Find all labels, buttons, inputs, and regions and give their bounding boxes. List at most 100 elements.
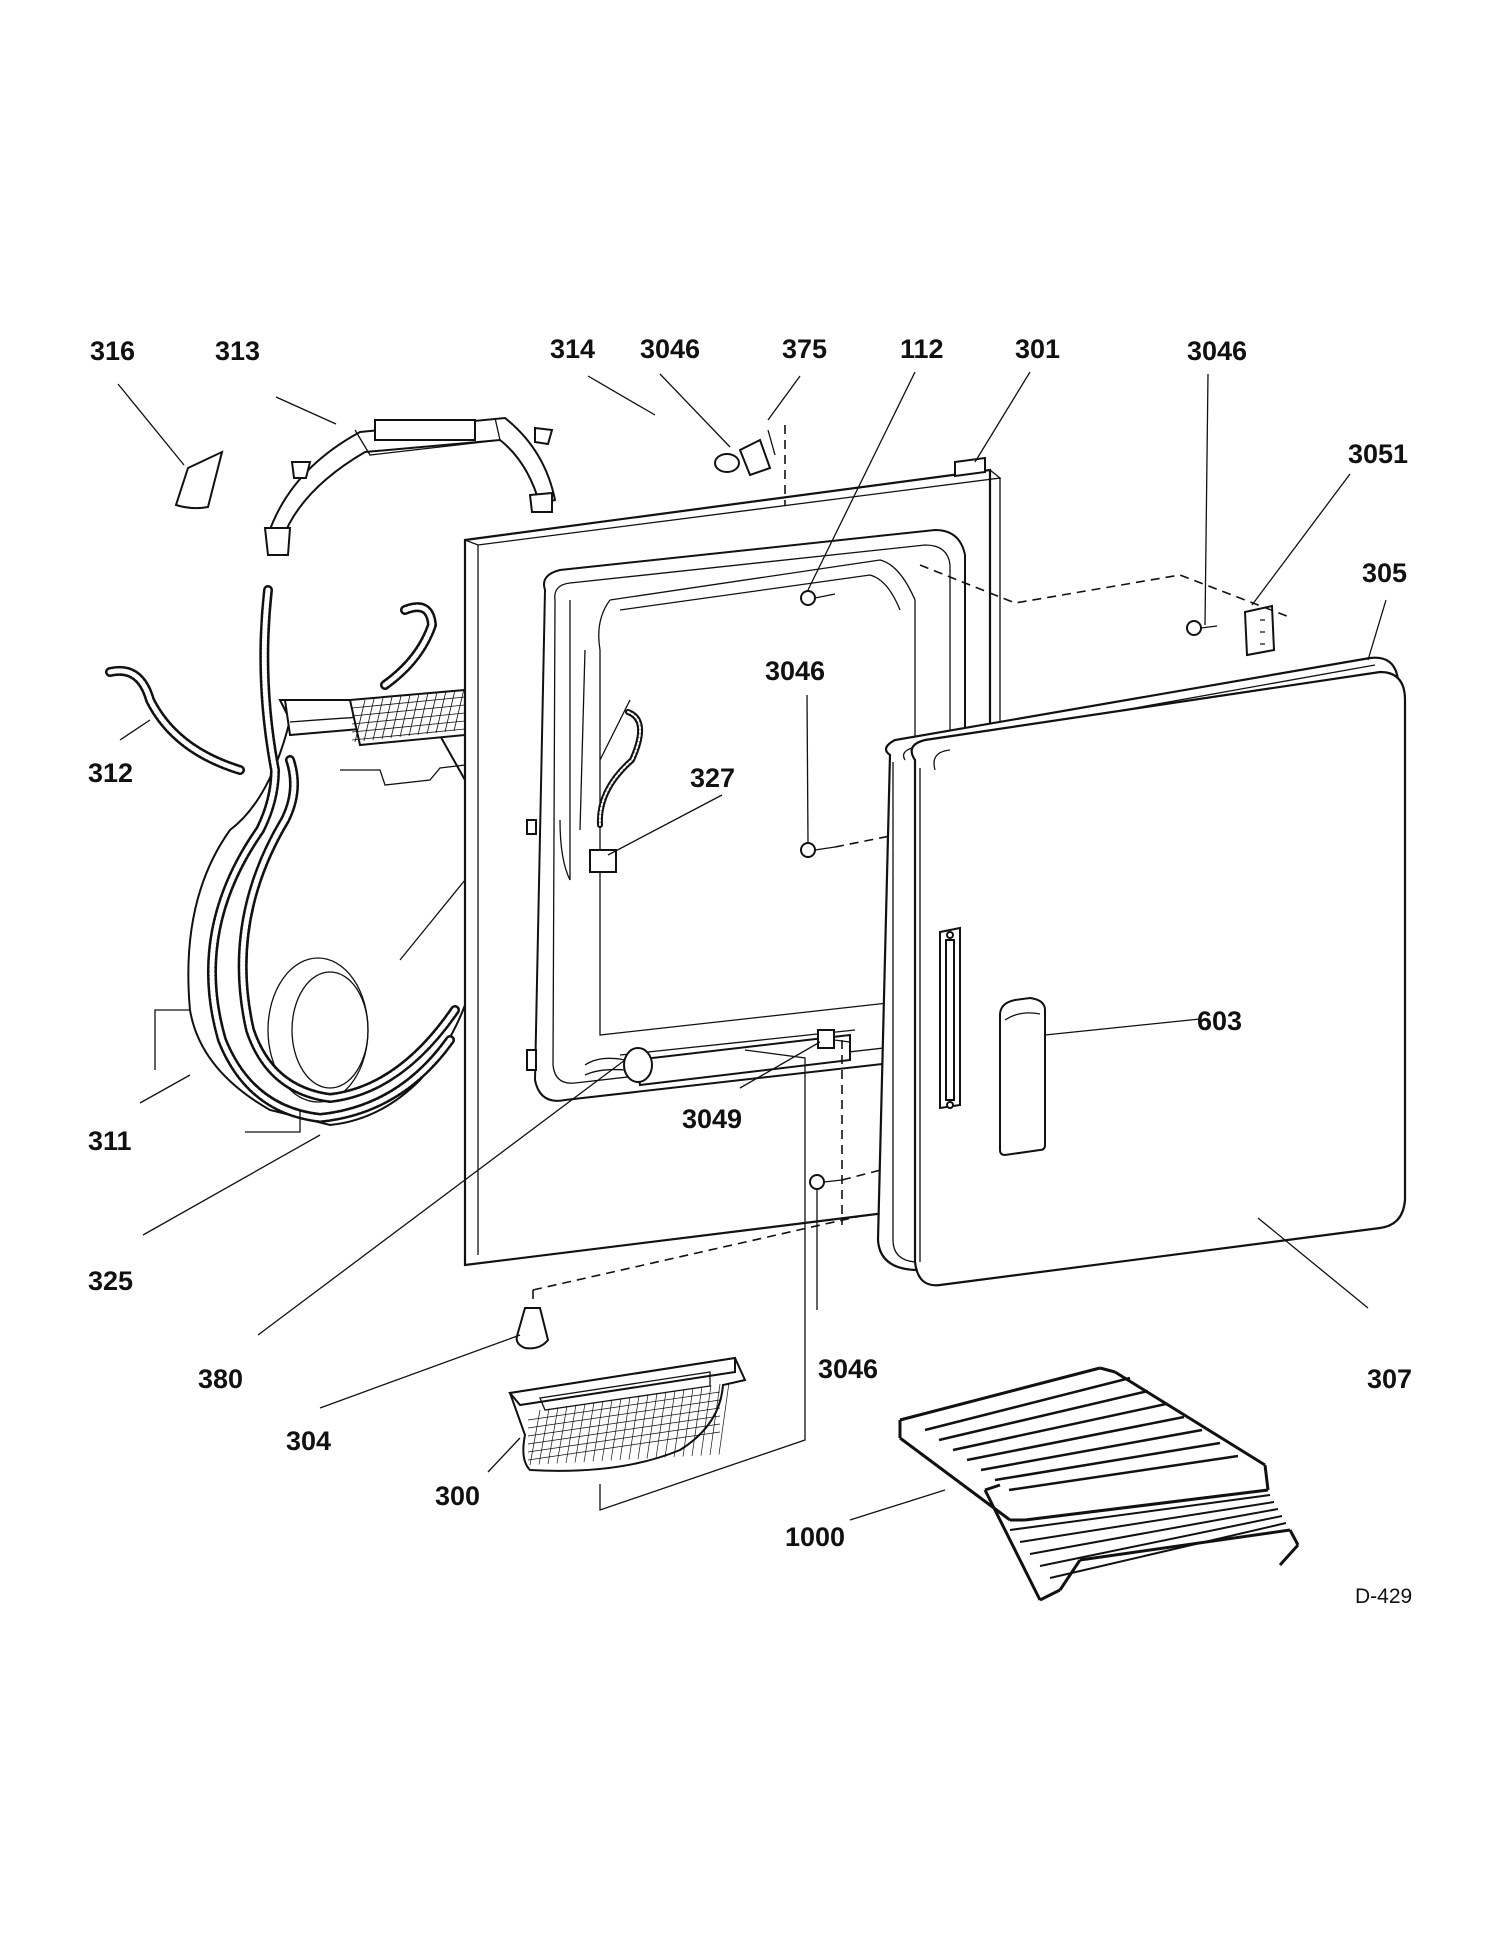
drawing-stroke — [565, 1404, 577, 1464]
part-316-label-strip — [174, 450, 224, 510]
part-301-front-panel — [463, 456, 1002, 1267]
drawing-stroke — [924, 1376, 1131, 1432]
drawing-stroke — [399, 694, 411, 738]
callout-3046-right: 3046 — [1187, 336, 1247, 366]
callout-313: 313 — [215, 336, 260, 366]
part-327-door-switch — [589, 709, 643, 873]
callout-305: 305 — [1362, 558, 1407, 588]
drawing-stroke — [1039, 1515, 1283, 1567]
drawing-stroke — [583, 1402, 595, 1463]
drawing-stroke — [938, 1389, 1149, 1442]
drawing-stroke — [601, 1399, 613, 1462]
drawing-stroke — [1114, 1370, 1266, 1467]
callout-3051: 3051 — [1348, 439, 1408, 469]
drawing-stroke — [527, 1431, 721, 1461]
drawing-stroke — [527, 1391, 721, 1421]
drawing-stroke — [351, 704, 466, 717]
drawing-stroke — [1008, 1454, 1239, 1492]
drawing-stroke — [1019, 1501, 1275, 1543]
callout-300: 300 — [435, 1481, 480, 1511]
callout-380: 380 — [198, 1364, 243, 1394]
drawing-stroke — [610, 1398, 622, 1461]
callout-3049: 3049 — [682, 1104, 742, 1134]
part-304-foot — [515, 1307, 550, 1350]
drawing-stroke — [408, 693, 420, 737]
part-314-375-top-hardware — [714, 425, 786, 505]
drawing-stroke — [980, 1428, 1203, 1472]
drawing-stroke — [709, 1383, 721, 1456]
drawing-stroke — [527, 1423, 721, 1453]
drawing-stroke — [1029, 1508, 1279, 1555]
drawing-stroke — [682, 1387, 694, 1457]
drawing-stroke — [351, 712, 466, 725]
drawing-stroke — [673, 1389, 685, 1458]
drawing-stroke — [691, 1386, 703, 1457]
callout-314: 314 — [550, 334, 595, 364]
callout-3046-top: 3046 — [640, 334, 700, 364]
drawing-stroke — [453, 688, 465, 732]
drawing-stroke — [1024, 1488, 1269, 1522]
drawing-stroke — [1278, 1543, 1300, 1567]
part-312-felt-seal — [105, 602, 437, 775]
part-325-gasket — [206, 585, 460, 1123]
callout-112: 112 — [900, 334, 944, 364]
drawing-stroke — [529, 1409, 541, 1466]
callout-304: 304 — [286, 1426, 331, 1456]
drawing-stroke — [1263, 1464, 1270, 1491]
callout-3046-mid: 3046 — [765, 656, 825, 686]
callout-311: 311 — [88, 1126, 132, 1156]
drawing-stroke — [984, 1483, 1001, 1492]
drawing-stroke — [628, 1395, 640, 1460]
drawing-stroke — [435, 690, 447, 734]
part-3051-door-strike — [1243, 604, 1276, 657]
screw-3046-strike — [1186, 620, 1218, 636]
drawing-stroke — [351, 696, 466, 709]
drawing-stroke — [637, 1394, 649, 1460]
screw-112 — [800, 590, 836, 606]
part-300-lint-filter — [508, 1356, 747, 1472]
drawing-stroke — [1079, 1528, 1291, 1562]
drawing-stroke — [556, 1406, 568, 1464]
drawing-stroke — [527, 1415, 721, 1445]
part-313-upper-bracket — [263, 416, 557, 556]
drawing-stroke — [664, 1390, 676, 1458]
callout-301: 301 — [1015, 334, 1060, 364]
callout-375: 375 — [782, 334, 827, 364]
drawing-stroke — [718, 1382, 730, 1455]
bulkhead-lint-screen — [348, 688, 466, 747]
callout-603: 603 — [1197, 1006, 1242, 1036]
callout-labels: 316 313 314 3046 375 112 301 3046 3051 3… — [88, 334, 1412, 1608]
drawing-stroke — [547, 1407, 559, 1465]
drawing-stroke — [426, 691, 438, 735]
part-603-door-handle — [939, 926, 1046, 1157]
drawing-stroke — [899, 1366, 1101, 1422]
diagram-code: D-429 — [1355, 1585, 1412, 1608]
drawing-stroke — [444, 689, 456, 733]
drawing-stroke — [538, 1408, 550, 1465]
drawing-stroke — [983, 1489, 1042, 1601]
drawing-stroke — [1099, 1366, 1116, 1374]
drawing-stroke — [1058, 1559, 1082, 1591]
guide-line-bottom — [532, 1214, 866, 1291]
drawing-stroke — [1288, 1529, 1300, 1546]
drawing-stroke — [351, 728, 466, 741]
drawing-stroke — [1049, 1522, 1287, 1579]
leader-lines — [117, 371, 1387, 1521]
part-380-knob — [584, 1047, 653, 1083]
drawing-stroke — [952, 1402, 1167, 1452]
callout-316: 316 — [90, 336, 135, 366]
drawing-stroke — [994, 1441, 1221, 1482]
part-3049-switch — [817, 1029, 851, 1049]
drawing-stroke — [1009, 1494, 1271, 1531]
drawing-stroke — [1039, 1588, 1061, 1602]
drawing-stroke — [527, 1399, 721, 1429]
drawing-stroke — [966, 1415, 1185, 1462]
callout-327: 327 — [690, 763, 735, 793]
drawing-stroke — [619, 1396, 631, 1461]
drawing-stroke — [351, 720, 466, 733]
drawing-stroke — [527, 1407, 721, 1437]
part-1000-drying-rack — [898, 1366, 1300, 1602]
callout-325: 325 — [88, 1266, 133, 1296]
callout-307: 307 — [1367, 1364, 1412, 1394]
drawing-stroke — [417, 692, 429, 736]
